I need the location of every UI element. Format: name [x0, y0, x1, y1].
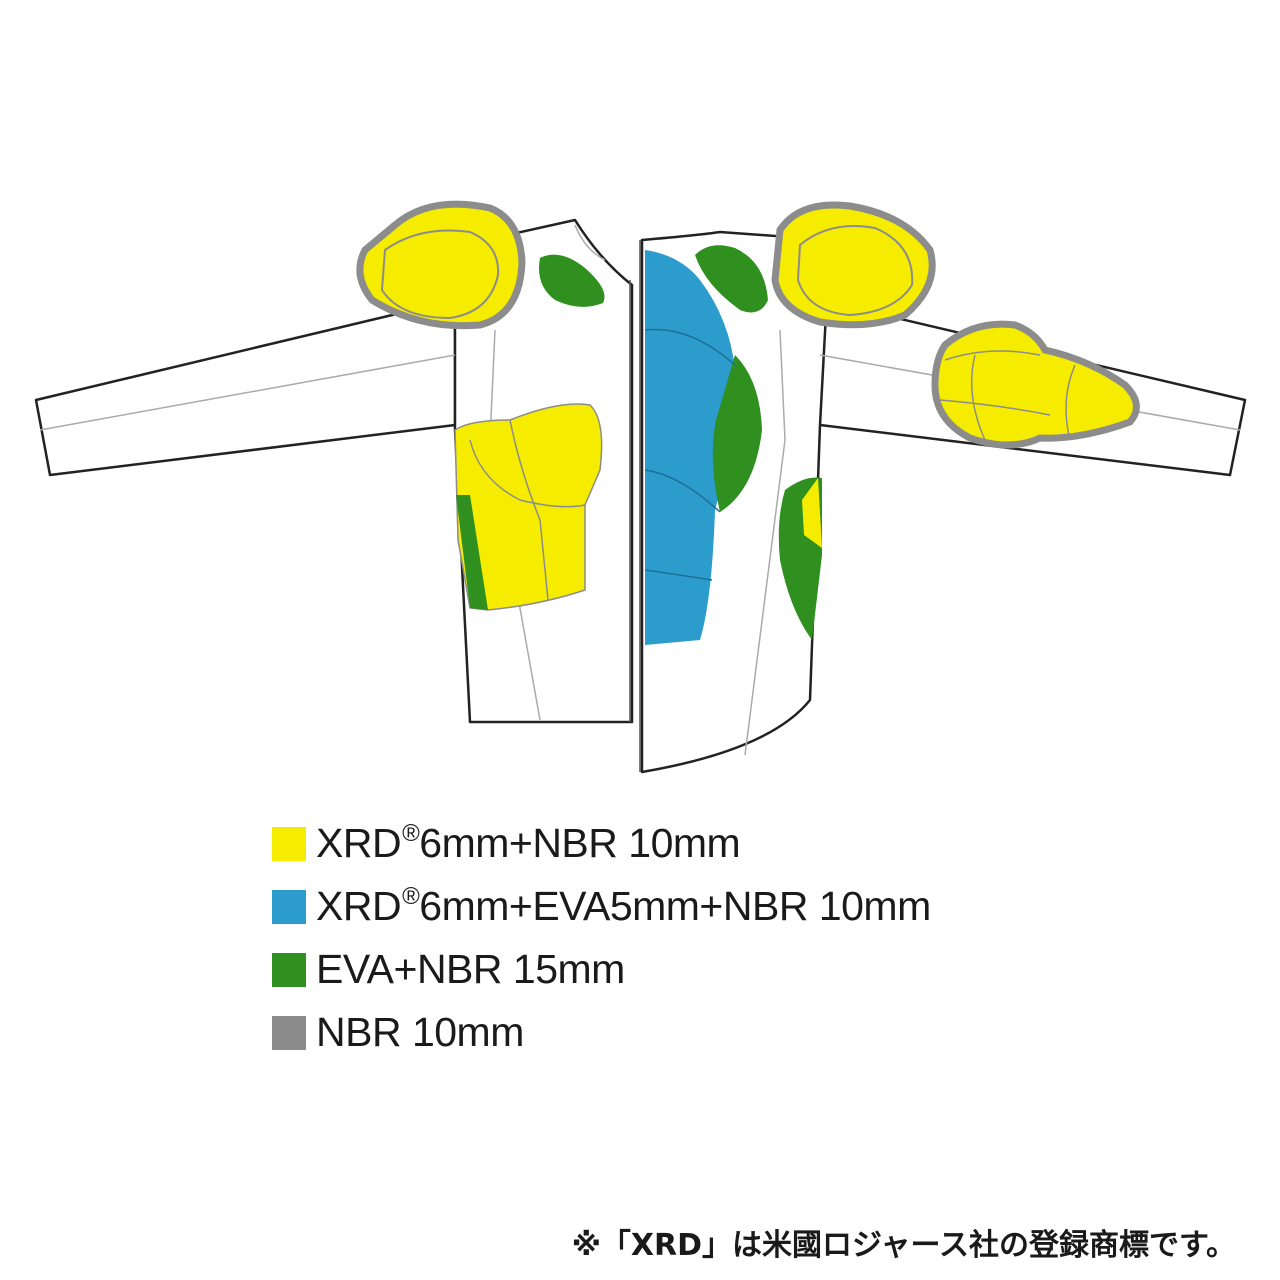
- left-sleeve: [34, 298, 457, 477]
- legend-label: XRD®6mm+EVA5mm+NBR 10mm: [316, 883, 931, 929]
- right-shoulder-pad: [771, 201, 936, 329]
- legend-label: EVA+NBR 15mm: [316, 946, 625, 992]
- zipper: [629, 240, 641, 772]
- left-side-pad: [454, 403, 603, 611]
- right-spine-pad: [644, 250, 762, 645]
- legend-label: NBR 10mm: [316, 1009, 524, 1055]
- legend-item-nbr: NBR 10mm: [272, 1001, 931, 1064]
- left-shoulder-pad: [356, 200, 526, 330]
- right-elbow-pad: [931, 320, 1140, 449]
- legend-item-xrd-eva-nbr: XRD®6mm+EVA5mm+NBR 10mm: [272, 875, 931, 938]
- legend-item-eva-nbr: EVA+NBR 15mm: [272, 938, 931, 1001]
- swatch-blue: [272, 889, 306, 924]
- material-legend: XRD®6mm+NBR 10mm XRD®6mm+EVA5mm+NBR 10mm…: [272, 812, 931, 1064]
- protector-jacket-diagram: [34, 200, 1247, 774]
- swatch-yellow: [272, 826, 306, 861]
- right-chest-pad: [695, 245, 768, 313]
- right-side-pad: [778, 477, 822, 640]
- legend-label: XRD®6mm+NBR 10mm: [316, 820, 741, 866]
- swatch-gray: [272, 1015, 306, 1050]
- trademark-footnote: ※「XRD」は米國ロジャース社の登録商標です。: [571, 1228, 1236, 1263]
- left-chest-pad: [539, 254, 605, 307]
- swatch-green: [272, 952, 306, 987]
- legend-item-xrd-nbr: XRD®6mm+NBR 10mm: [272, 812, 931, 875]
